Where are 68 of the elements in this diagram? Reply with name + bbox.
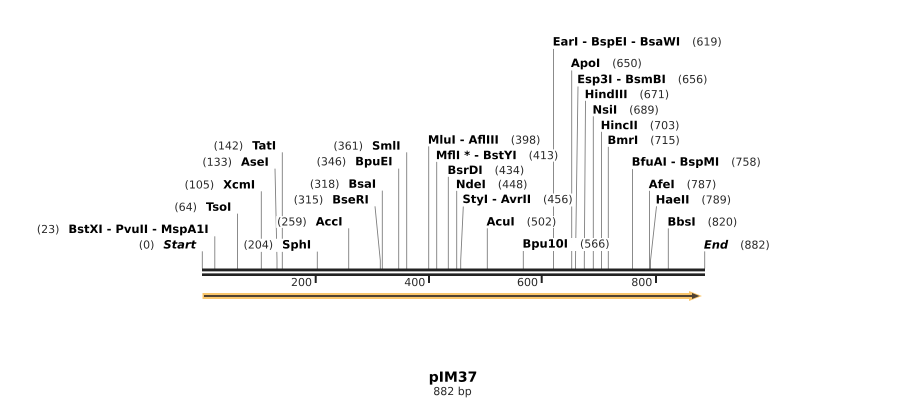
leader-line: [668, 228, 669, 269]
enzyme-site-label: NdeI (448): [454, 178, 528, 191]
enzyme-site-label: AcuI (502): [486, 216, 558, 228]
leader-line: [650, 206, 657, 269]
leader-line: [456, 190, 458, 269]
sequence-bar: [202, 268, 705, 276]
leader-line: [649, 190, 650, 269]
leader-line: [436, 161, 438, 269]
node-label: Bpu10I: [524, 239, 567, 250]
enzyme-site-label: HincII (703): [600, 119, 680, 132]
leader-line: [374, 206, 381, 269]
enzyme-site-label: StyI - AvrII (456): [462, 194, 574, 206]
tick-label: 200: [292, 278, 312, 286]
leader-line: [460, 206, 464, 269]
enzyme-site-label: (259) AccI: [276, 216, 344, 228]
leader-line: [214, 236, 216, 269]
enzyme-site-label: Esp3I - BsmBI (656): [576, 74, 708, 86]
leader-line: [608, 146, 609, 269]
sequence-length: 882 bp: [434, 386, 472, 398]
enzyme-site-label: HaeII (789): [654, 194, 732, 206]
leader-line: [486, 228, 488, 269]
enzyme-site-label: EarI - BspEI - BsaWI (619): [552, 36, 723, 49]
leader-line: [202, 250, 203, 269]
map-title: pIM37: [430, 371, 476, 385]
enzyme-site-label: AfeI (787): [648, 178, 718, 191]
enzyme-site-label: ApoI (650): [570, 58, 643, 70]
leader-line: [237, 213, 238, 269]
leader-line: [398, 168, 400, 269]
enzyme-site-label: (64) TsoI: [173, 201, 232, 214]
leader-line: [632, 168, 633, 269]
enzyme-site-label: MflI * - BstYI (413): [434, 149, 560, 162]
leader-line: [592, 116, 594, 269]
leader-line: [448, 176, 449, 269]
enzyme-site-label: BsrDI (434): [446, 164, 526, 176]
leader-line: [522, 250, 524, 269]
enzyme-site-label: BmrI (715): [606, 134, 681, 146]
enzyme-site-label: (315) BseRI: [292, 194, 370, 206]
enzyme-site-label: HindIII (671): [584, 88, 670, 101]
enzyme-site-label: (204) SphI: [242, 238, 312, 252]
node-label: (566): [580, 239, 609, 250]
enzyme-site-label: MluI - AflIII (398): [426, 134, 542, 146]
enzyme-site-label: (23) BstXI - PvuII - MspA1I: [36, 224, 210, 236]
enzyme-site-label: BfuAI - BspMI (758): [630, 156, 762, 170]
enzyme-site-label: Bpu10I (566): [522, 238, 611, 251]
leader-line: [348, 228, 350, 269]
enzyme-site-label: (318) BsaI: [308, 178, 378, 190]
leader-line: [584, 100, 586, 269]
leader-line: [428, 146, 430, 269]
leader-line: [601, 131, 602, 269]
enzyme-site-label: NsiI (689): [592, 104, 660, 116]
tick-label: 600: [518, 278, 538, 286]
tick-label: 800: [632, 278, 652, 286]
leader-line: [704, 250, 706, 269]
leader-line: [575, 86, 578, 269]
enzyme-site-label: (346) BpuEI: [316, 156, 394, 169]
enzyme-site-label: (105) XcmI: [184, 179, 256, 191]
tick-label: 400: [404, 278, 425, 286]
enzyme-site-label: (361) SmlI: [332, 140, 402, 152]
sequence-end-label: (0) Start: [138, 239, 198, 251]
leader-line: [316, 251, 318, 269]
node-label: (456): [544, 194, 572, 204]
enzyme-site-label: (133) AseI: [201, 156, 270, 168]
node-label: StyI - AvrII: [463, 194, 530, 206]
leader-line: [382, 190, 383, 269]
enzyme-site-label: BbsI (820): [666, 216, 738, 228]
sequence-end-label: End (882): [702, 238, 771, 252]
leader-line: [406, 152, 408, 269]
enzyme-site-label: (142) TatI: [212, 140, 278, 152]
